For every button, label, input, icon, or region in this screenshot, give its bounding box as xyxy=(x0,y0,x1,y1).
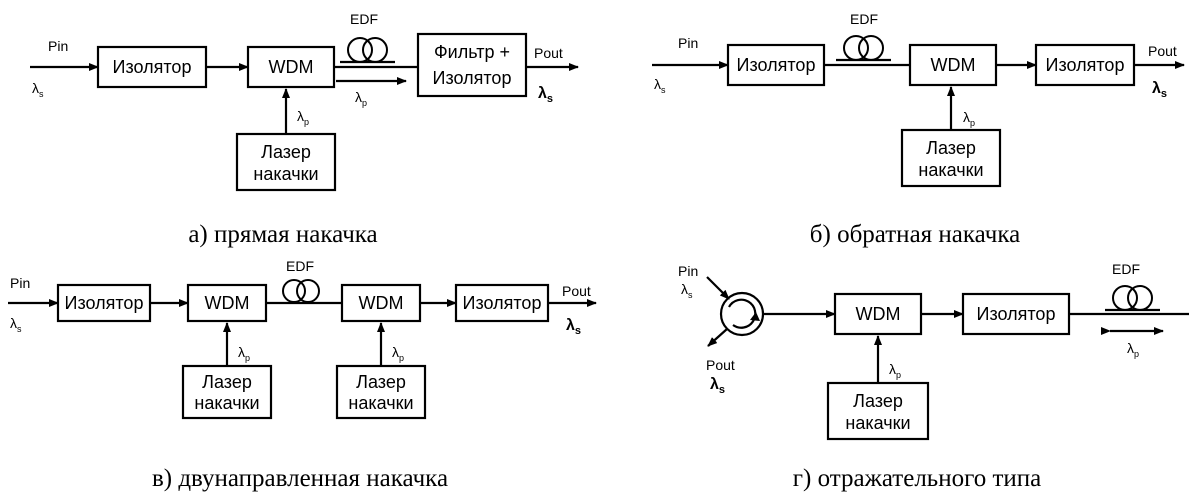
wdm-block-2 xyxy=(340,283,422,323)
panel-d: Pin λs Pout λs WDM Изолятор EDF λp λp Ла… xyxy=(678,261,1189,492)
isolator-block-2 xyxy=(1034,43,1136,87)
pin-label: Pin xyxy=(678,263,698,279)
wdm-label: WDM xyxy=(931,55,976,75)
pump-laser-block xyxy=(826,381,930,441)
panel-b: Pin λs Изолятор EDF WDM Изолятор Pout λs… xyxy=(652,11,1185,248)
laser-label-2: накачки xyxy=(918,160,983,180)
lambda-s-out-label: λs xyxy=(710,376,725,396)
lambda-p-pump-label: λp xyxy=(963,109,975,128)
laser-label: Лазер xyxy=(926,138,976,158)
circulator-icon xyxy=(719,291,765,337)
isolator-label: Изолятор xyxy=(65,293,144,313)
edf-coil-icon xyxy=(340,37,395,64)
panel-c: Pin λs Изолятор WDM EDF WDM Изолятор Pou… xyxy=(8,258,597,492)
lambda-s-label: λs xyxy=(10,315,22,334)
wdm-block xyxy=(833,292,923,336)
laser-label-3: Лазер xyxy=(356,372,406,392)
lambda-p-label: λp xyxy=(355,89,367,108)
lambda-p-pump-label-1: λp xyxy=(238,344,250,363)
pump-laser-block-2 xyxy=(335,364,427,420)
edf-coil-icon xyxy=(836,35,891,62)
edf-coil-icon xyxy=(1105,285,1160,312)
caption-d: г) отражательного типа xyxy=(793,465,1042,492)
laser-label-4: накачки xyxy=(348,393,413,413)
laser-label-2: накачки xyxy=(253,164,318,184)
pin-label: Pin xyxy=(48,38,68,54)
lambda-s-out-label: λs xyxy=(1152,80,1167,100)
input-arrow xyxy=(706,276,730,300)
lambda-p-pump-label: λp xyxy=(889,361,901,380)
laser-label: Лазер xyxy=(261,142,311,162)
pump-laser-block-1 xyxy=(181,364,273,420)
lambda-p-pump-label-2: λp xyxy=(392,344,404,363)
lambda-p-label: λp xyxy=(1127,340,1139,359)
edf-label: EDF xyxy=(1112,261,1140,277)
pout-label: Pout xyxy=(534,45,563,61)
caption-c: в) двунаправленная накачка xyxy=(152,465,448,492)
lambda-s-out-label: λs xyxy=(538,85,553,105)
pout-label: Pout xyxy=(1148,43,1177,59)
wdm-label: WDM xyxy=(856,304,901,324)
filter-label: Фильтр + xyxy=(434,42,510,62)
lambda-s-label: λs xyxy=(654,76,666,95)
pin-label: Pin xyxy=(678,35,698,51)
laser-label: Лазер xyxy=(202,372,252,392)
wdm-block xyxy=(908,43,998,87)
edf-label: EDF xyxy=(850,11,878,27)
edf-label: EDF xyxy=(286,258,314,274)
edf-label: EDF xyxy=(350,11,378,27)
isolator-label-2: Изолятор xyxy=(463,293,542,313)
panel-a: Pin λs Изолятор WDM EDF λp Фильтр + Изол… xyxy=(30,11,579,248)
output-arrow xyxy=(707,328,728,347)
lambda-p-pump-label: λp xyxy=(297,108,309,127)
wdm-label-2: WDM xyxy=(359,293,404,313)
isolator-label: Изолятор xyxy=(977,304,1056,324)
lambda-s-label: λs xyxy=(32,80,44,99)
filter-isolator-block xyxy=(416,32,528,98)
wdm-label: WDM xyxy=(269,57,314,77)
pout-label: Pout xyxy=(706,357,735,373)
filter-label-2: Изолятор xyxy=(433,68,512,88)
isolator-label-2: Изолятор xyxy=(1046,55,1125,75)
caption-b: б) обратная накачка xyxy=(810,221,1020,248)
isolator-label: Изолятор xyxy=(113,57,192,77)
pump-laser-block xyxy=(235,132,337,192)
pump-laser-block xyxy=(900,128,1002,188)
laser-label: Лазер xyxy=(853,391,903,411)
caption-a: а) прямая накачка xyxy=(188,221,377,248)
lambda-s-out-label: λs xyxy=(566,317,581,337)
isolator-label: Изолятор xyxy=(737,55,816,75)
edf-coil-icon xyxy=(282,279,320,303)
laser-label-2: накачки xyxy=(845,413,910,433)
laser-label-2: накачки xyxy=(194,393,259,413)
lambda-s-label: λs xyxy=(681,281,693,300)
wdm-label: WDM xyxy=(205,293,250,313)
pout-label: Pout xyxy=(562,283,591,299)
pin-label: Pin xyxy=(10,275,30,291)
